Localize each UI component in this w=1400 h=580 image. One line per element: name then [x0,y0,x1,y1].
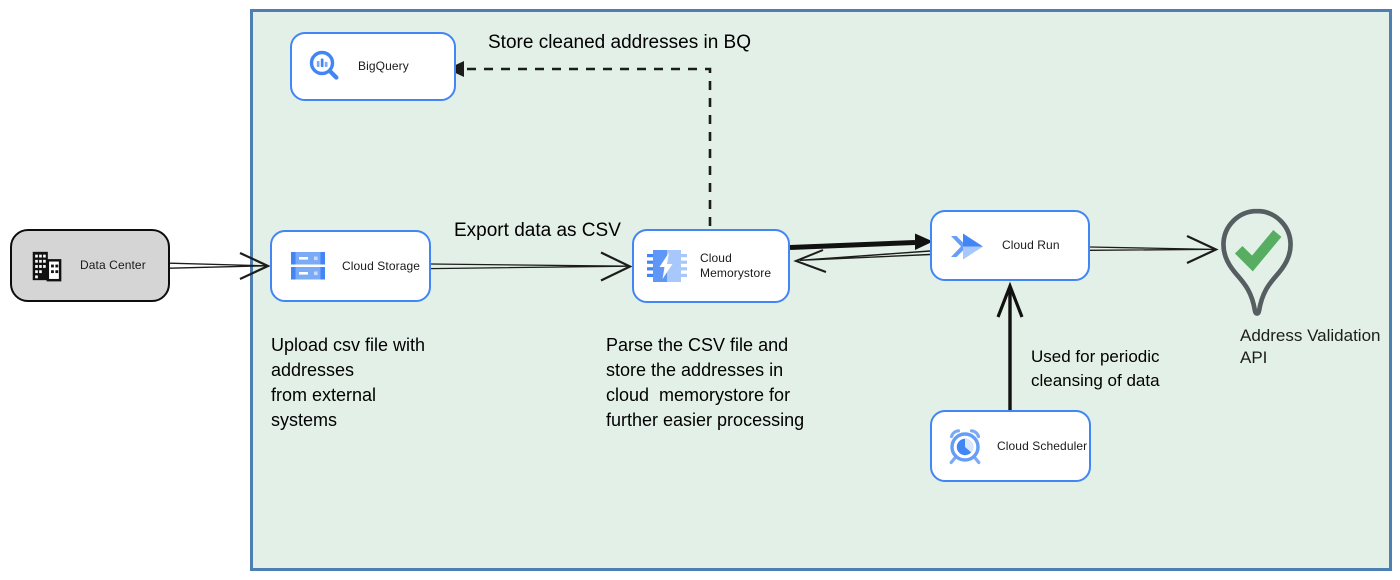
node-cloud-memorystore[interactable]: Cloud Memorystore [632,229,790,303]
building-icon [28,249,62,283]
node-cloud-storage[interactable]: Cloud Storage [270,230,431,302]
node-label: BigQuery [358,59,409,73]
alarm-clock-icon [945,426,985,466]
node-label: Cloud Run [1002,238,1060,252]
node-bigquery[interactable]: BigQuery [290,32,456,101]
edge-label-periodic-cleansing: Used for periodic cleansing of data [1031,347,1160,390]
node-label: Cloud Memorystore [700,251,772,280]
node-cloud-run[interactable]: Cloud Run [930,210,1090,281]
annotation-parse-csv: Parse the CSV file and store the address… [606,335,805,430]
map-pin-check-icon [1218,208,1296,330]
node-cloud-scheduler[interactable]: Cloud Scheduler [930,410,1091,482]
annotation-upload-csv: Upload csv file with addresses from exte… [271,335,426,430]
node-data-center[interactable]: Data Center [10,229,170,302]
edge-label-store-bq: Store cleaned addresses in BQ [488,32,751,53]
node-label: Cloud Scheduler [997,438,1088,453]
magnifier-chart-icon [306,48,344,86]
memory-chip-bolt-icon [646,248,688,284]
address-validation-pin[interactable] [1218,206,1296,331]
address-validation-label: Address Validation API [1240,326,1381,367]
node-label: Data Center [80,258,146,272]
node-label: Cloud Storage [342,258,421,273]
storage-buckets-icon [290,251,326,281]
system-boundary-box [250,9,1392,571]
edge-label-export-csv: Export data as CSV [454,220,621,241]
run-chevrons-icon [948,229,986,263]
